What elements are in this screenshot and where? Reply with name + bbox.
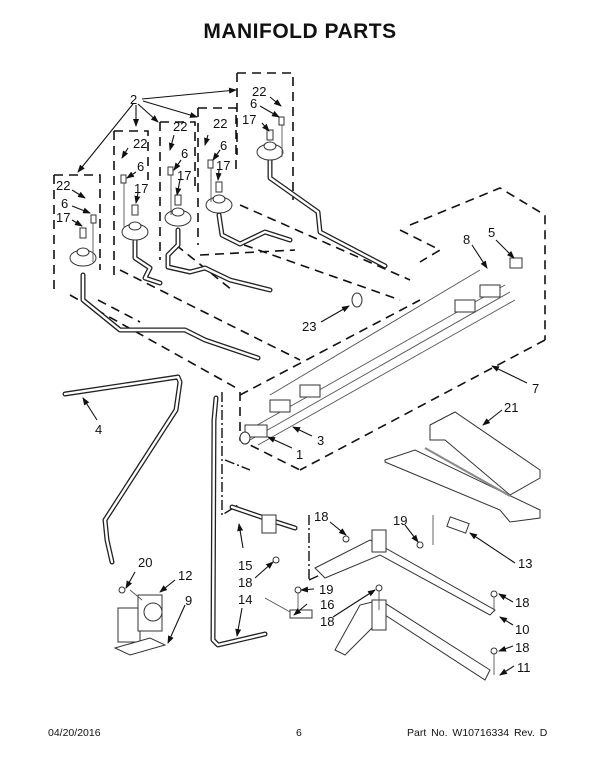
footer-part-number: Part No. W10716334 Rev. D — [407, 727, 548, 739]
callout-10: 10 — [515, 622, 529, 637]
callout-3: 3 — [317, 433, 324, 448]
callout-9: 9 — [185, 593, 192, 608]
callout-5: 5 — [488, 225, 495, 240]
callout-22: 22 — [56, 178, 70, 193]
callout-11: 11 — [517, 660, 531, 675]
callout-labels: 2 22 6 17 22 6 17 22 6 17 22 6 17 22 6 1… — [56, 84, 539, 675]
callout-18: 18 — [515, 640, 529, 655]
burner-valve-1 — [69, 214, 97, 267]
burner-tubes — [80, 157, 388, 361]
callout-14: 14 — [238, 592, 252, 607]
callout-18: 18 — [515, 595, 529, 610]
heat-shield — [384, 411, 541, 523]
callout-22: 22 — [133, 136, 147, 151]
callout-17: 17 — [134, 181, 148, 196]
callout-6: 6 — [61, 196, 68, 211]
callout-17: 17 — [216, 158, 230, 173]
callout-16: 16 — [320, 597, 334, 612]
orifice-washer — [351, 292, 363, 308]
burner-valves — [69, 116, 363, 308]
callout-13: 13 — [518, 556, 532, 571]
callout-12: 12 — [178, 568, 192, 583]
burner-valve-5 — [256, 116, 285, 161]
burner-valve-4 — [205, 159, 233, 214]
callout-22: 22 — [213, 116, 227, 131]
callout-18: 18 — [238, 575, 252, 590]
callout-6: 6 — [137, 159, 144, 174]
callout-15: 15 — [238, 558, 252, 573]
tube-4 — [62, 374, 183, 565]
callout-7: 7 — [532, 381, 539, 396]
burner-valve-3 — [164, 166, 192, 227]
page-title: MANIFOLD PARTS — [203, 20, 397, 43]
leader-lines — [71, 87, 528, 676]
callout-1: 1 — [296, 447, 303, 462]
callout-21: 21 — [504, 400, 518, 415]
callout-23: 23 — [302, 319, 316, 334]
callout-22: 22 — [252, 84, 266, 99]
callout-6: 6 — [220, 138, 227, 153]
callout-20: 20 — [138, 555, 152, 570]
manifold-assembly — [239, 257, 523, 446]
callout-18: 18 — [320, 614, 334, 629]
igniters — [264, 515, 470, 619]
gas-regulator — [113, 589, 167, 656]
screws — [118, 535, 498, 675]
burner-valve-2 — [120, 174, 149, 241]
callout-6: 6 — [181, 146, 188, 161]
callout-17: 17 — [242, 112, 256, 127]
callout-18: 18 — [314, 509, 328, 524]
oven-burners — [314, 529, 496, 681]
callout-19: 19 — [393, 513, 407, 528]
callout-22: 22 — [173, 119, 187, 134]
footer-page-number: 6 — [296, 727, 302, 739]
callout-2: 2 — [130, 92, 137, 107]
callout-17: 17 — [56, 210, 70, 225]
elbow-assembly — [229, 504, 298, 534]
burner-valve-group-boxes — [53, 72, 546, 471]
callout-6: 6 — [250, 96, 257, 111]
footer-date: 04/20/2016 — [48, 727, 101, 739]
callout-17: 17 — [177, 168, 191, 183]
callout-19: 19 — [319, 582, 333, 597]
callout-4: 4 — [95, 422, 102, 437]
callout-8: 8 — [463, 232, 470, 247]
